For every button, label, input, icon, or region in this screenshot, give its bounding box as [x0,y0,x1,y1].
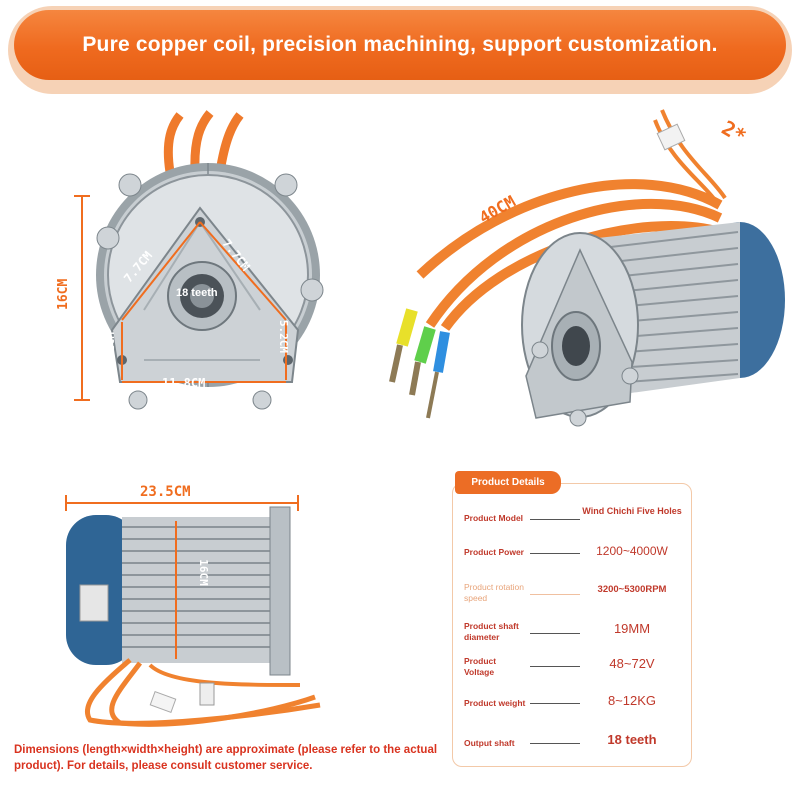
front-base-label: 11.8CM [162,376,206,390]
detail-row-shaft-diameter: Product shaft diameter 19MM [462,617,684,649]
detail-label: Product weight [464,698,526,708]
detail-divider [530,519,580,520]
detail-row-power: Product Power 1200~4000W [462,538,684,570]
detail-value: 19MM [613,621,651,636]
detail-label: Product Power [464,547,524,557]
detail-value: 8~12KG [607,693,657,708]
detail-divider [530,594,580,595]
detail-divider [530,703,580,704]
detail-row-output-shaft: Output shaft 18 teeth [462,728,684,760]
detail-value: 48~72V [609,656,655,671]
detail-divider [530,666,580,667]
shaft-teeth-label: 18 teeth [176,287,218,299]
detail-value: 3200~5300RPM [597,584,667,595]
product-details-title: Product Details [455,471,561,494]
motor-front-view [74,110,324,410]
detail-label: Product shaft diameter [464,621,519,642]
front-height-label: 16CM [56,278,71,310]
detail-divider [530,553,580,554]
motor-side-view [65,495,321,727]
detail-divider [530,743,580,744]
banner-title: Pure copper coil, precision machining, s… [14,10,786,80]
detail-value: 18 teeth [607,732,657,747]
detail-label: Product Voltage [464,656,497,677]
detail-row-model: Product Model Wind Chichi Five Holes [462,503,684,535]
detail-value: 1200~4000W [596,544,668,558]
detail-divider [530,633,580,634]
side-length-label: 23.5CM [140,484,191,500]
side-height-label: 16CM [196,559,210,586]
detail-row-voltage: Product Voltage 48~72V [462,652,684,684]
detail-value: Wind Chichi Five Holes [582,506,682,516]
detail-row-weight: Product weight 8~12KG [462,689,684,721]
dimensions-disclaimer: Dimensions (length×width×height) are app… [14,744,438,772]
detail-label: Product Model [464,513,524,523]
detail-row-speed: Product rotation speed 3200~5300RPM [462,576,684,608]
front-side-left-label: 5.2CM [104,331,118,366]
front-side-right-label: 5.2CM [277,319,291,354]
product-details-card [452,483,692,767]
detail-label: Output shaft [464,738,515,748]
motor-iso-view [389,109,785,427]
detail-label: Product rotation speed [464,582,525,603]
